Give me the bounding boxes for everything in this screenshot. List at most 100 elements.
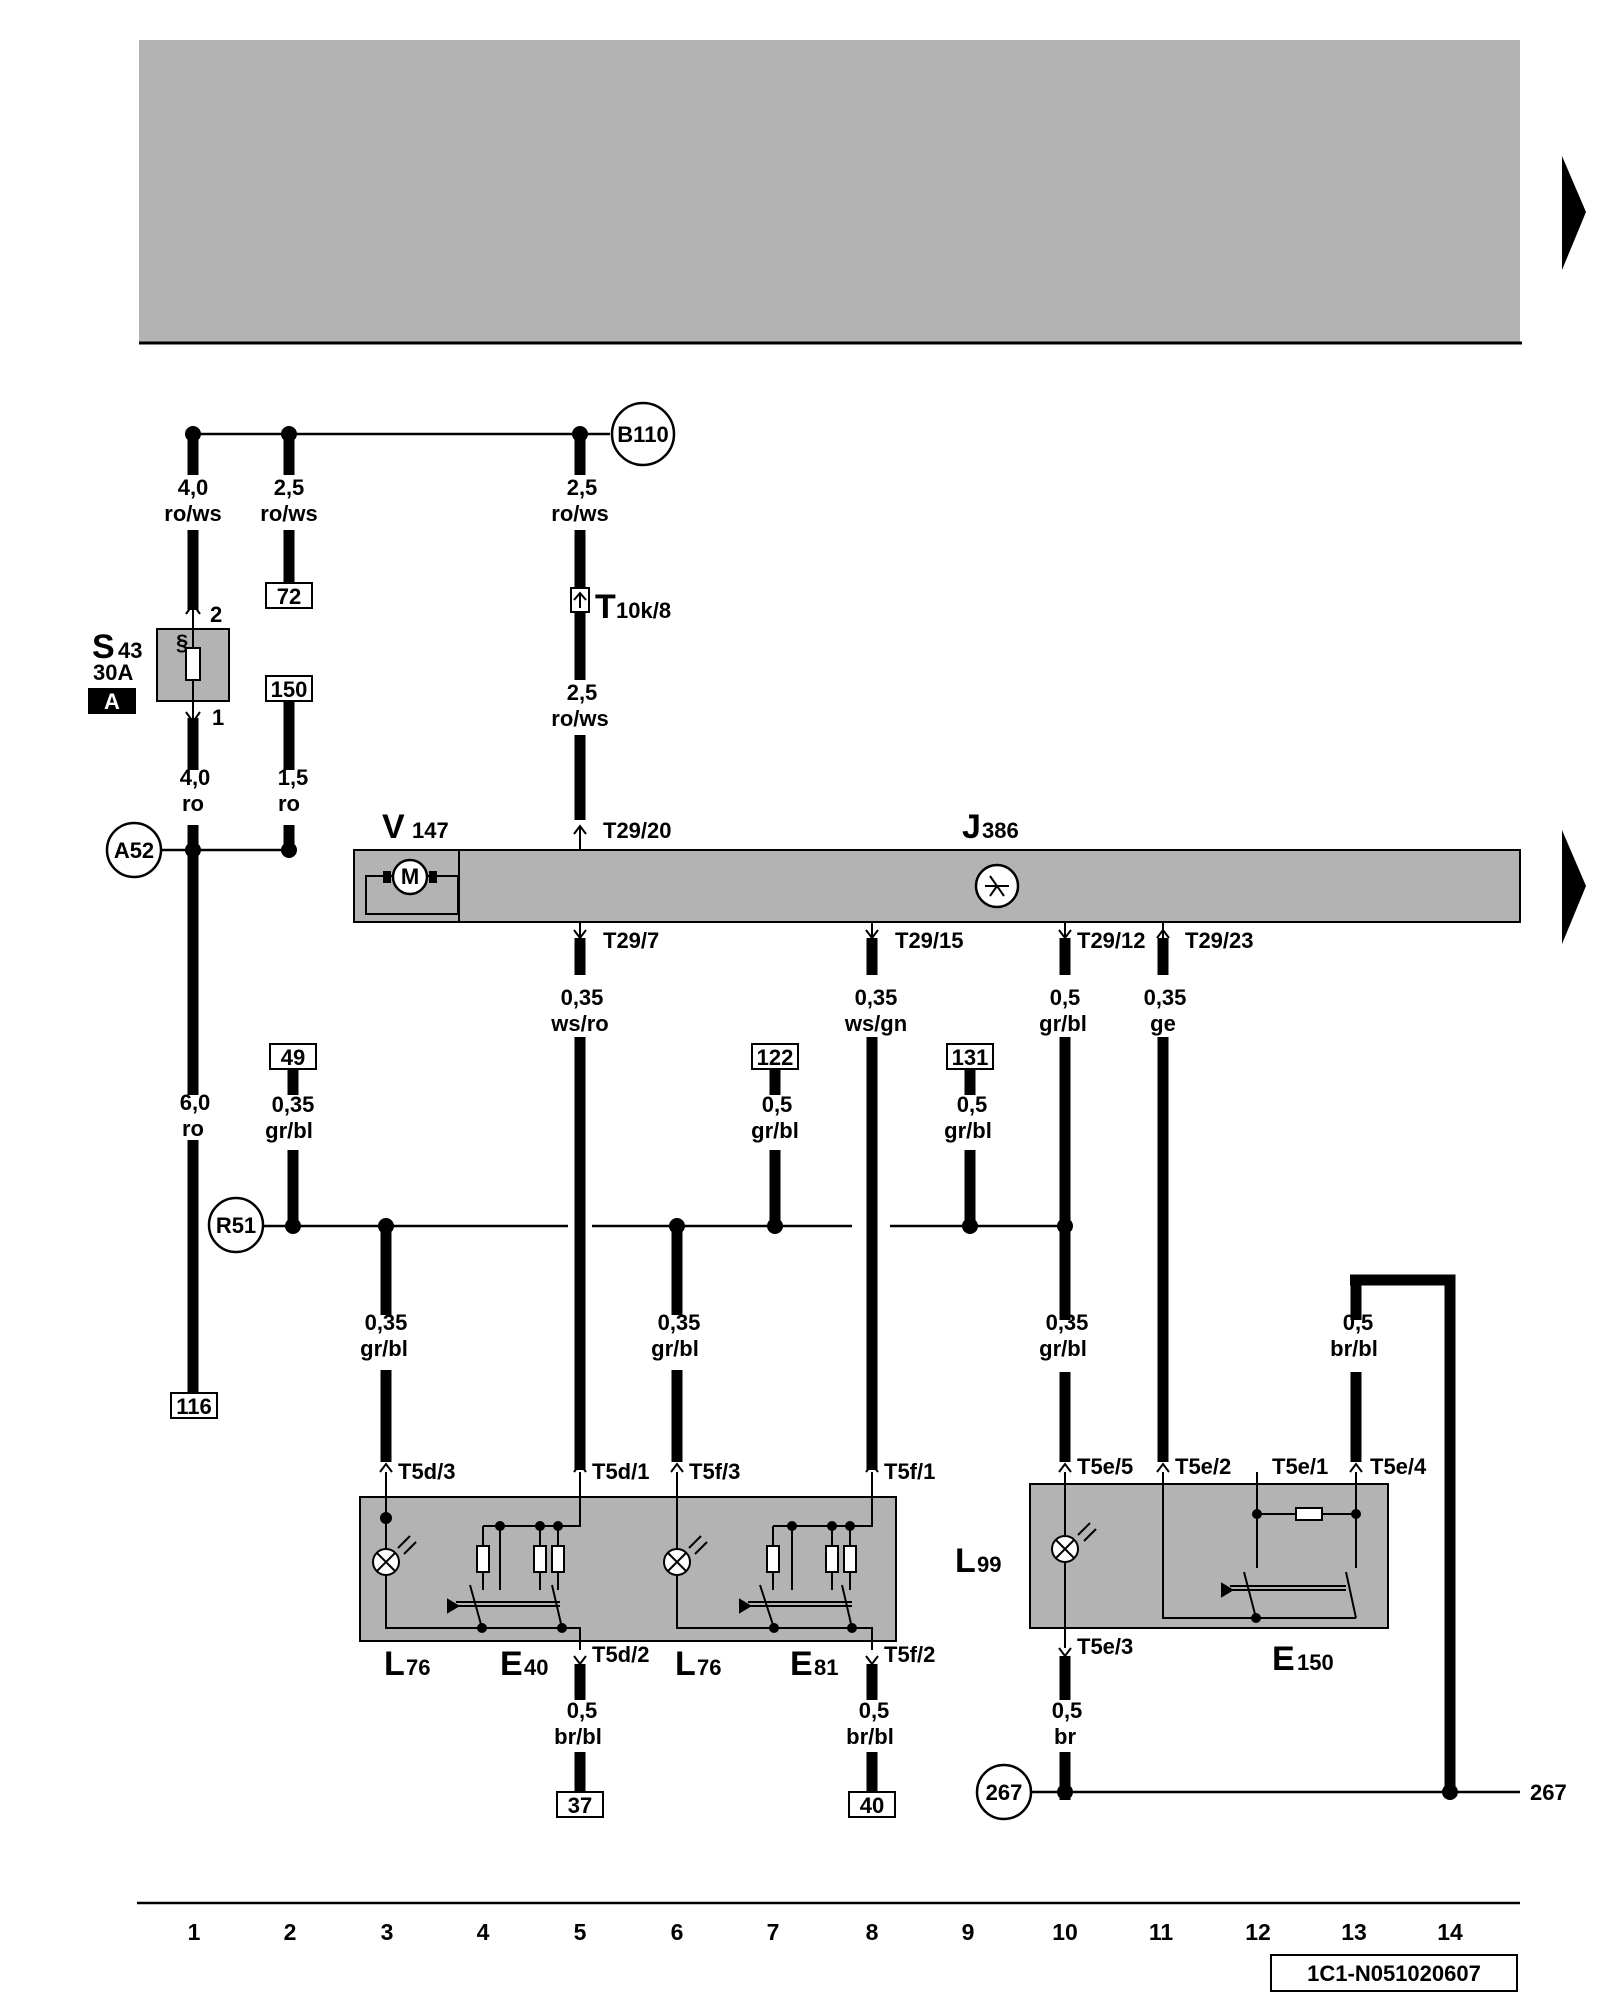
column-number: 1 [188,1919,201,1945]
j386-control-unit [353,849,1521,923]
column-number: 10 [1052,1919,1078,1945]
wire-w8c-size: 0,35 [855,985,898,1010]
column-number: 11 [1149,1919,1174,1945]
wire-w10f-color: br [1054,1724,1076,1749]
ref-40: 40 [860,1793,884,1818]
pin-t29-12: T29/12 [1077,928,1146,953]
l99-sub: 99 [977,1552,1001,1577]
l76b-name: L [675,1645,696,1683]
l76a-sub: 76 [406,1655,430,1680]
column-number: 2 [284,1919,297,1945]
wire-w10e-color: gr/bl [1039,1336,1087,1361]
fuse-rating: 30A [93,660,133,685]
doc-id-box [1270,1954,1518,1992]
wire-w1a-size: 4,0 [178,475,209,500]
pin-t5f1: T5f/1 [884,1459,935,1484]
wire-w6e-color: gr/bl [651,1336,699,1361]
switch-module-e150 [1029,1483,1389,1629]
column-number: 6 [671,1919,684,1945]
pin-t29-23: T29/23 [1185,928,1254,953]
fuse-badge-text: A [104,689,120,714]
wire-w5b-size: 2,5 [567,680,598,705]
wire-w6e-size: 0,35 [658,1310,701,1335]
fuse-badge [88,688,136,714]
wire-w10c-color: gr/bl [1039,1011,1087,1036]
column-number: 7 [767,1919,780,1945]
wire-w5a-size: 2,5 [567,475,598,500]
j386-sub: 386 [982,818,1019,843]
continue-arrow-top [1562,156,1586,270]
wire-w10e-size: 0,35 [1046,1310,1089,1335]
wire-labels: 4,0 ro/ws 2,5 ro/ws 2,5 ro/ws 2,5 ro/ws … [164,475,1378,1749]
wire-w2a-size: 2,5 [274,475,305,500]
pin-t29-20: T29/20 [603,818,672,843]
wire-w8c-color: ws/gn [844,1011,907,1036]
column-number: 9 [962,1919,975,1945]
fuse-pin2: 2 [210,602,222,627]
ref-122: 122 [757,1045,794,1070]
wire-w5c-size: 0,35 [561,985,604,1010]
wire-w9d-color: gr/bl [944,1118,992,1143]
t10k-name: T [595,588,616,626]
column-number: 8 [866,1919,879,1945]
pin-t5e5: T5e/5 [1077,1454,1133,1479]
continue-arrow-mid [1562,830,1586,944]
pin-t5d2: T5d/2 [592,1642,649,1667]
wire-w7d-color: gr/bl [751,1118,799,1143]
wire-w9d-size: 0,5 [957,1092,988,1117]
wire-w2b-color: ro [278,791,300,816]
pin-t5d3: T5d/3 [398,1459,455,1484]
pin-t5f2: T5f/2 [884,1642,935,1667]
fuse-name: S [92,628,115,666]
pin-t5f3: T5f/3 [689,1459,740,1484]
e40-sub: 40 [524,1655,548,1680]
wire-w11c-color: ge [1150,1011,1176,1036]
wire-w13e-size: 0,5 [1343,1310,1374,1335]
wire-w3e-color: gr/bl [360,1336,408,1361]
wire-w5b-color: ro/ws [551,706,608,731]
ref-72: 72 [277,584,301,609]
e150-name: E [1272,1640,1295,1678]
wire-w1a-color: ro/ws [164,501,221,526]
l76a-name: L [384,1645,405,1683]
pin-t5e4: T5e/4 [1370,1454,1427,1479]
pin-t29-15: T29/15 [895,928,964,953]
wire-w5f-size: 0,5 [567,1698,598,1723]
v147-sub: 147 [412,818,449,843]
wire-w7d-size: 0,5 [762,1092,793,1117]
l99-name: L [955,1542,976,1580]
b110-connector [610,401,676,467]
wire-w5c-color: ws/ro [550,1011,608,1036]
wire-w8f-color: br/bl [846,1724,894,1749]
wire-w5a-color: ro/ws [551,501,608,526]
pin-t5e2: T5e/2 [1175,1454,1231,1479]
fuse-symbol: § [176,630,188,655]
l76b-sub: 76 [697,1655,721,1680]
wire-w2d-color: gr/bl [265,1118,313,1143]
header-band [139,40,1520,343]
wire-w1c-color: ro [182,1116,204,1141]
ref-49: 49 [281,1045,305,1070]
wire-w2b-size: 1,5 [278,765,309,790]
e81-name: E [790,1645,813,1683]
wire-w10c-size: 0,5 [1050,985,1081,1010]
v147-name: V [382,808,405,846]
fuse-sub: 43 [118,638,142,663]
fuse-pin1: 1 [212,705,224,730]
ref-37: 37 [568,1793,592,1818]
j386-name: J [962,808,981,846]
column-number: 12 [1245,1919,1271,1945]
wire-w10f-size: 0,5 [1052,1698,1083,1723]
e40-name: E [500,1645,523,1683]
wire-w2d-size: 0,35 [272,1092,315,1117]
b110-label: B110 [617,422,668,447]
out267-label: 267 [1530,1780,1567,1805]
ref-150: 150 [271,677,308,702]
pin-t5e1: T5e/1 [1272,1454,1328,1479]
wire-w3e-size: 0,35 [365,1310,408,1335]
e150-sub: 150 [1297,1650,1334,1675]
wire-w2a-color: ro/ws [260,501,317,526]
t10k-sub: 10k/8 [616,598,671,623]
ref-131: 131 [952,1045,989,1070]
